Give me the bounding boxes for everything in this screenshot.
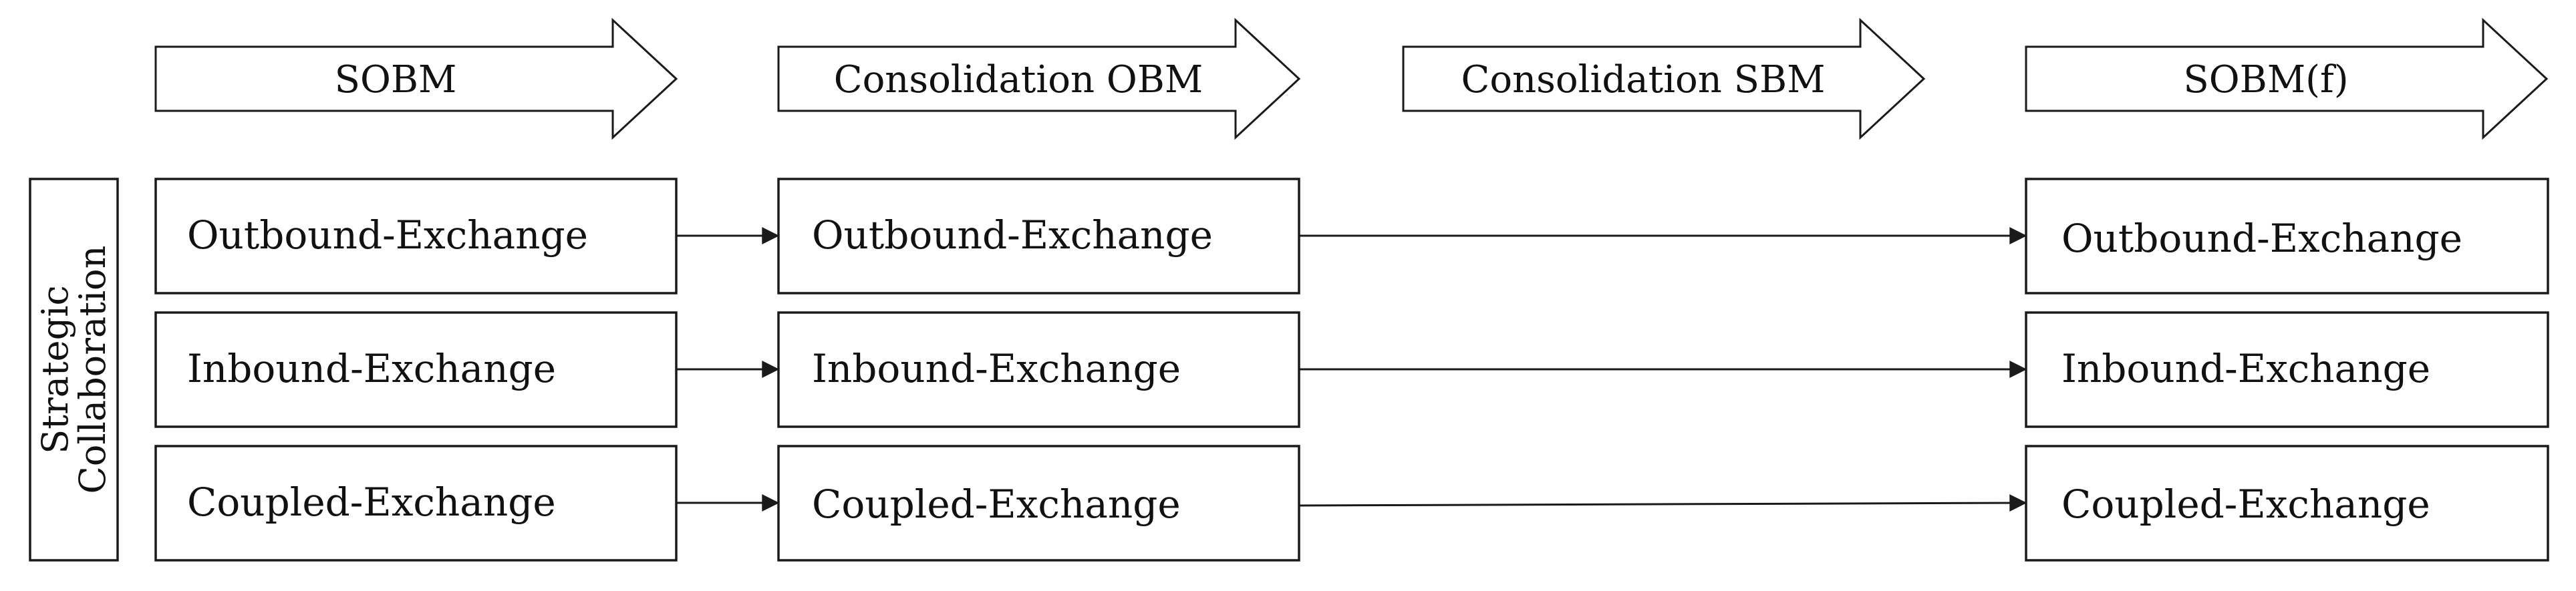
stage-label: Consolidation SBM <box>1461 58 1826 102</box>
column-3: Outbound-Exchange Inbound-Exchange Coupl… <box>2025 178 2549 562</box>
side-label-line2: Collaboration <box>71 246 114 494</box>
stage-label: Consolidation OBM <box>834 58 1203 102</box>
exchange-box <box>777 311 1300 428</box>
stage-arrow-sobm-f: SOBM(f) <box>2025 17 2549 140</box>
exchange-box <box>777 178 1300 294</box>
exchange-label: Coupled-Exchange <box>187 479 556 525</box>
exchange-label: Outbound-Exchange <box>812 212 1213 258</box>
exchange-box <box>2025 445 2549 562</box>
column-2: Outbound-Exchange Inbound-Exchange Coupl… <box>777 178 1300 562</box>
stage-arrow-consolidation-obm: Consolidation OBM <box>777 17 1301 140</box>
side-label-box: Strategic Collaboration <box>29 178 119 562</box>
exchange-box <box>777 445 1300 562</box>
exchange-label: Coupled-Exchange <box>2061 481 2430 527</box>
stage-arrow-sobm: SOBM <box>154 17 678 140</box>
stage-arrow-consolidation-sbm: Consolidation SBM <box>1402 17 1926 140</box>
exchange-label: Outbound-Exchange <box>187 212 588 258</box>
column-1: Outbound-Exchange Inbound-Exchange Coupl… <box>154 178 678 562</box>
exchange-box <box>154 178 678 294</box>
side-label-line1: Strategic <box>34 285 76 453</box>
exchange-label: Inbound-Exchange <box>2061 346 2430 391</box>
exchange-label: Inbound-Exchange <box>812 346 1181 391</box>
connector-arrow <box>1298 494 2027 512</box>
stage-label: SOBM(f) <box>2183 58 2348 102</box>
exchange-label: Coupled-Exchange <box>812 481 1181 527</box>
exchange-label: Outbound-Exchange <box>2061 216 2462 261</box>
exchange-box <box>154 445 678 562</box>
exchange-box <box>154 311 678 428</box>
stage-label: SOBM <box>335 58 457 102</box>
exchange-label: Inbound-Exchange <box>187 346 556 391</box>
